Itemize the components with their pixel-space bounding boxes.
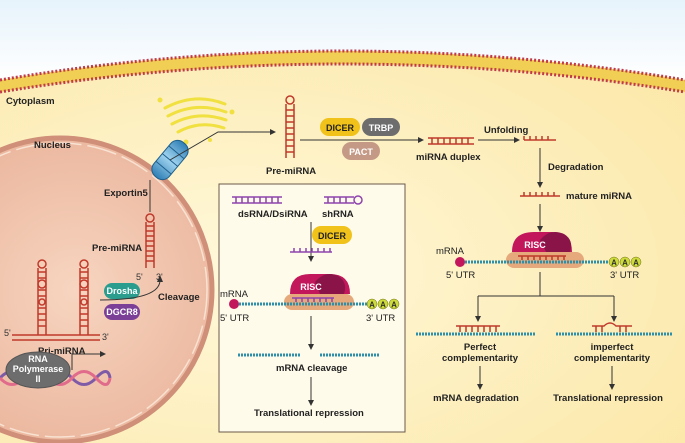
pre-mirna-cytoplasm-hairpin [285,95,295,158]
utr3-label-right: 3' UTR [610,270,639,281]
dicer-protein-box [312,226,352,244]
dsrna-strand [232,196,282,204]
shrna-hairpin [324,195,363,205]
pri-mirna-3prime: 3' [102,332,109,342]
arrow-head-to-risc [537,226,543,232]
box-repression-label: Translational repression [254,408,364,419]
rna-polymerase-ii [5,351,71,389]
mrna-cap-right [455,257,465,267]
mrna-degradation-label: mRNA degradation [433,393,519,404]
membrane-inner-heads [0,62,685,94]
cytoplasm-label: Cytoplasm [6,96,55,107]
arrow-head-box-3 [308,400,314,406]
pact-label: PACT [349,147,373,157]
right-repression-label: Translational repression [553,393,663,404]
svg-text:A: A [622,259,628,268]
arrow-head-cleavage [157,275,163,282]
nucleus-label: Nucleus [34,140,71,151]
drosha-protein [104,283,140,299]
svg-text:A: A [380,301,386,310]
pri-mirna-label: Pri-miRNA [38,346,86,357]
cell-membrane [0,51,685,92]
dgcr8-label: DGCR8 [106,307,138,317]
arrow-head-transcription [100,351,106,357]
poly-a-tail-box: A A A [366,298,400,310]
polymerase-label-3: II [35,374,40,384]
pri-mirna-5prime: 5' [4,328,11,338]
arrow-head-perfect [477,384,483,390]
arrow-head-degradation [537,182,543,188]
imperfect-mirna [592,322,632,332]
polymerase-label-2: Polymerase [13,364,64,374]
dicer-label-top: DICER [326,123,355,133]
poly-a-tail-right: A A A [608,256,642,268]
shrna-label: shRNA [322,209,354,220]
trbp-protein [362,118,400,136]
unfolding-label: Unfolding [484,125,529,136]
svg-text:A: A [369,301,375,310]
cleavage-label: Cleavage [158,292,200,303]
pact-protein [342,142,380,160]
arrow-transcription [71,353,100,370]
arrow-head-box-1 [308,256,314,262]
branch-left-head [475,316,481,322]
arrow-exportin-to-cytoplasm [169,131,270,161]
drosha-label: Drosha [106,286,138,296]
utr3-label-box: 3' UTR [366,313,395,324]
svg-text:A: A [611,259,617,268]
sirna-bound-box [292,297,334,302]
polymerase-label-1: RNA [28,354,48,364]
arrow-head-box-2 [308,344,314,350]
perfect-label-1: Perfect [464,342,497,353]
mature-mirna [520,192,560,197]
dgcr8-protein [104,304,140,320]
perfect-mirna [456,325,500,332]
mirna-duplex-label: miRNA duplex [416,152,481,163]
mirna-bound-right [518,255,566,260]
utr5-label-box: 5' UTR [220,313,249,324]
golgi-apparatus [157,97,235,145]
imperfect-label-2: complementarity [574,353,651,364]
arrow-cleavage [99,279,161,301]
unwound-strands [523,136,556,141]
pre-mirna-nucleus-hairpin [145,213,155,268]
membrane-outer-heads [0,49,685,82]
pre-mirna-nucleus-label: Pre-miRNA [92,243,142,254]
mrna-cleavage-label: mRNA cleavage [276,363,347,374]
exportin5-label: Exportin5 [104,188,149,199]
pri-mirna-hairpins [12,259,100,341]
svg-text:A: A [391,301,397,310]
arrow-head-duplex [418,137,424,143]
branch-right-head [611,316,617,322]
perfect-label-2: complementarity [442,353,519,364]
utr5-label-right: 5' UTR [446,270,475,281]
mrna-label-right: mRNA [436,246,465,257]
dicer-protein-top [320,118,360,136]
mrna-cap-box [229,299,239,309]
dsrna-label: dsRNA/DsiRNA [238,209,308,220]
risc-label-box: RISC [300,282,322,292]
arrow-head-cytoplasm [270,129,276,135]
sirna-duplex [290,248,332,253]
mirna-duplex [428,137,474,145]
svg-text:A: A [633,259,639,268]
mature-mirna-label: mature miRNA [566,191,632,202]
imperfect-label-1: imperfect [591,342,635,353]
arrow-head-imperfect [609,384,615,390]
arrow-head-unfolding [514,137,520,143]
pre-mirna-5prime: 5' [136,272,143,282]
mrna-label-box: mRNA [220,289,249,300]
trbp-label: TRBP [369,123,394,133]
dicer-label-box: DICER [318,231,347,241]
degradation-label: Degradation [548,162,604,173]
pre-mirna-cytoplasm-label: Pre-miRNA [266,166,316,177]
risc-label-right: RISC [524,240,546,250]
